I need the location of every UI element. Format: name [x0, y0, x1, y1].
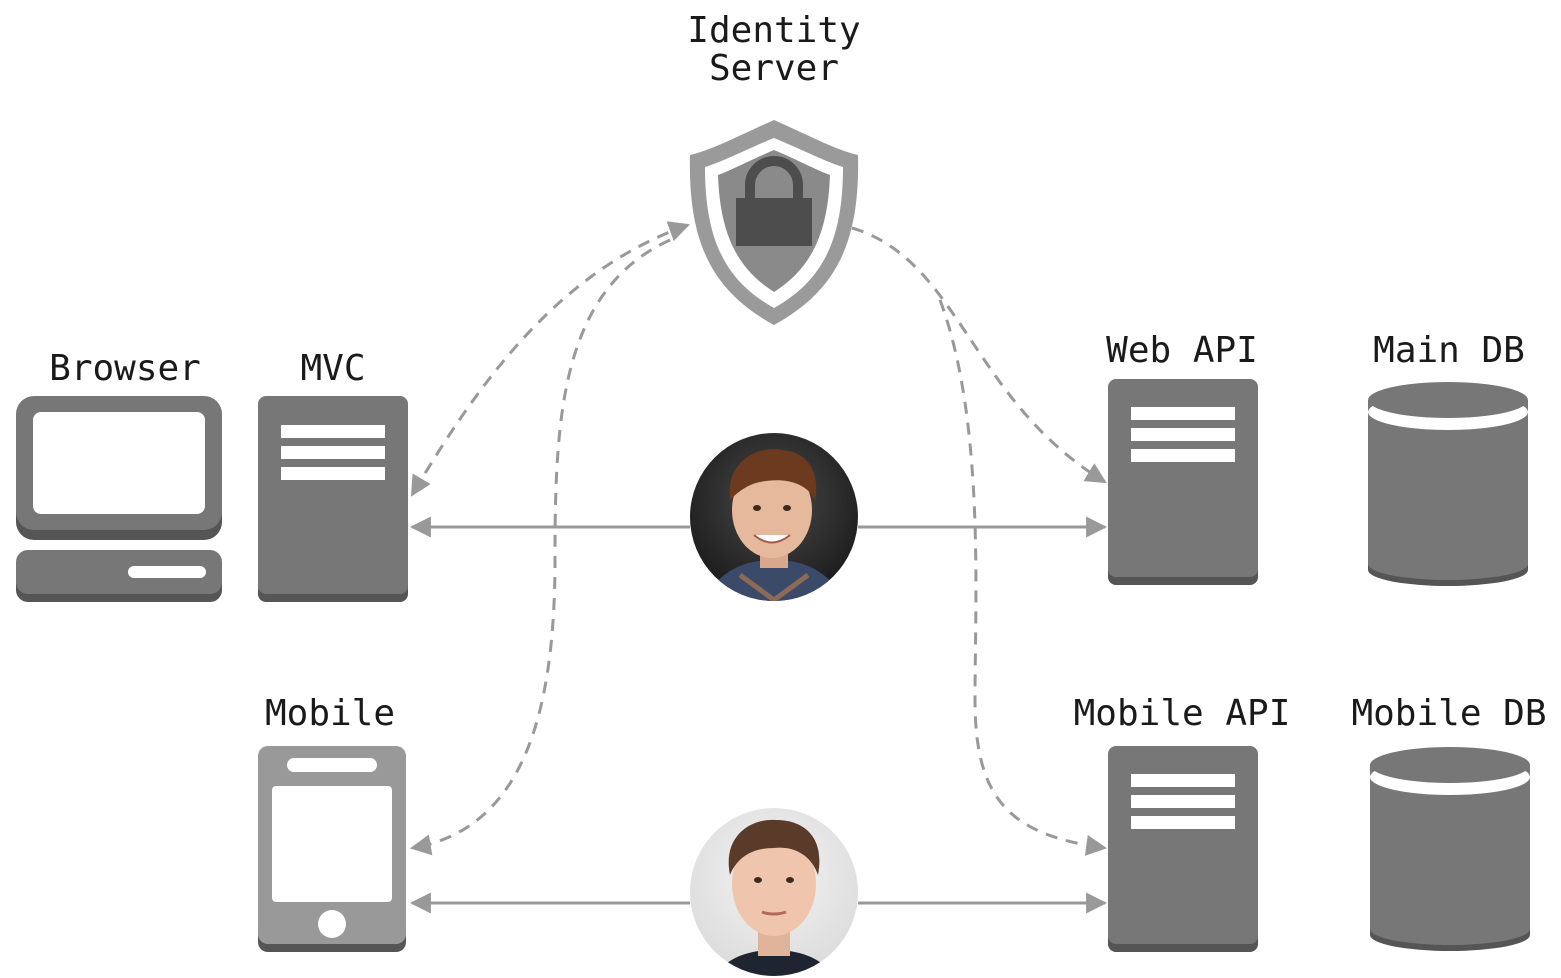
main-db-node: Main DB — [1368, 330, 1528, 586]
person-avatar-bottom — [690, 808, 858, 976]
mvc-label: MVC — [300, 348, 365, 389]
mobile-db-node: Mobile DB — [1351, 693, 1547, 951]
mobile-node: Mobile — [258, 693, 406, 952]
desktop-computer-icon — [16, 396, 222, 602]
arrow-identity-to-mobileapi — [938, 299, 1108, 856]
server-icon — [258, 396, 408, 602]
arrow-identity-to-mvc — [410, 221, 690, 497]
mobile-db-label: Mobile DB — [1351, 693, 1546, 734]
main-db-label: Main DB — [1373, 330, 1525, 371]
identity-server-label-line2: Server — [709, 48, 839, 89]
smartphone-icon — [258, 746, 406, 952]
shield-lock-icon — [689, 120, 859, 325]
browser-node: Browser — [16, 348, 222, 602]
server-icon — [1108, 379, 1258, 585]
database-icon — [1370, 747, 1530, 951]
mobile-api-node: Mobile API — [1074, 693, 1291, 952]
identity-server-node: Identity Server — [687, 10, 861, 325]
browser-label: Browser — [49, 348, 201, 389]
solid-arrows — [409, 516, 1108, 914]
server-icon — [1108, 746, 1258, 952]
web-api-node: Web API — [1106, 330, 1258, 585]
person-avatar-top — [690, 433, 858, 601]
identity-flow-arrows — [409, 221, 1108, 856]
database-icon — [1368, 382, 1528, 586]
mobile-api-label: Mobile API — [1074, 693, 1291, 734]
identity-server-label-line1: Identity — [687, 10, 860, 51]
arrow-identity-to-webapi — [851, 226, 1107, 484]
mvc-node: MVC — [258, 348, 408, 602]
mobile-label: Mobile — [265, 693, 395, 734]
web-api-label: Web API — [1106, 330, 1258, 371]
arrow-identity-to-mobile — [409, 238, 671, 856]
